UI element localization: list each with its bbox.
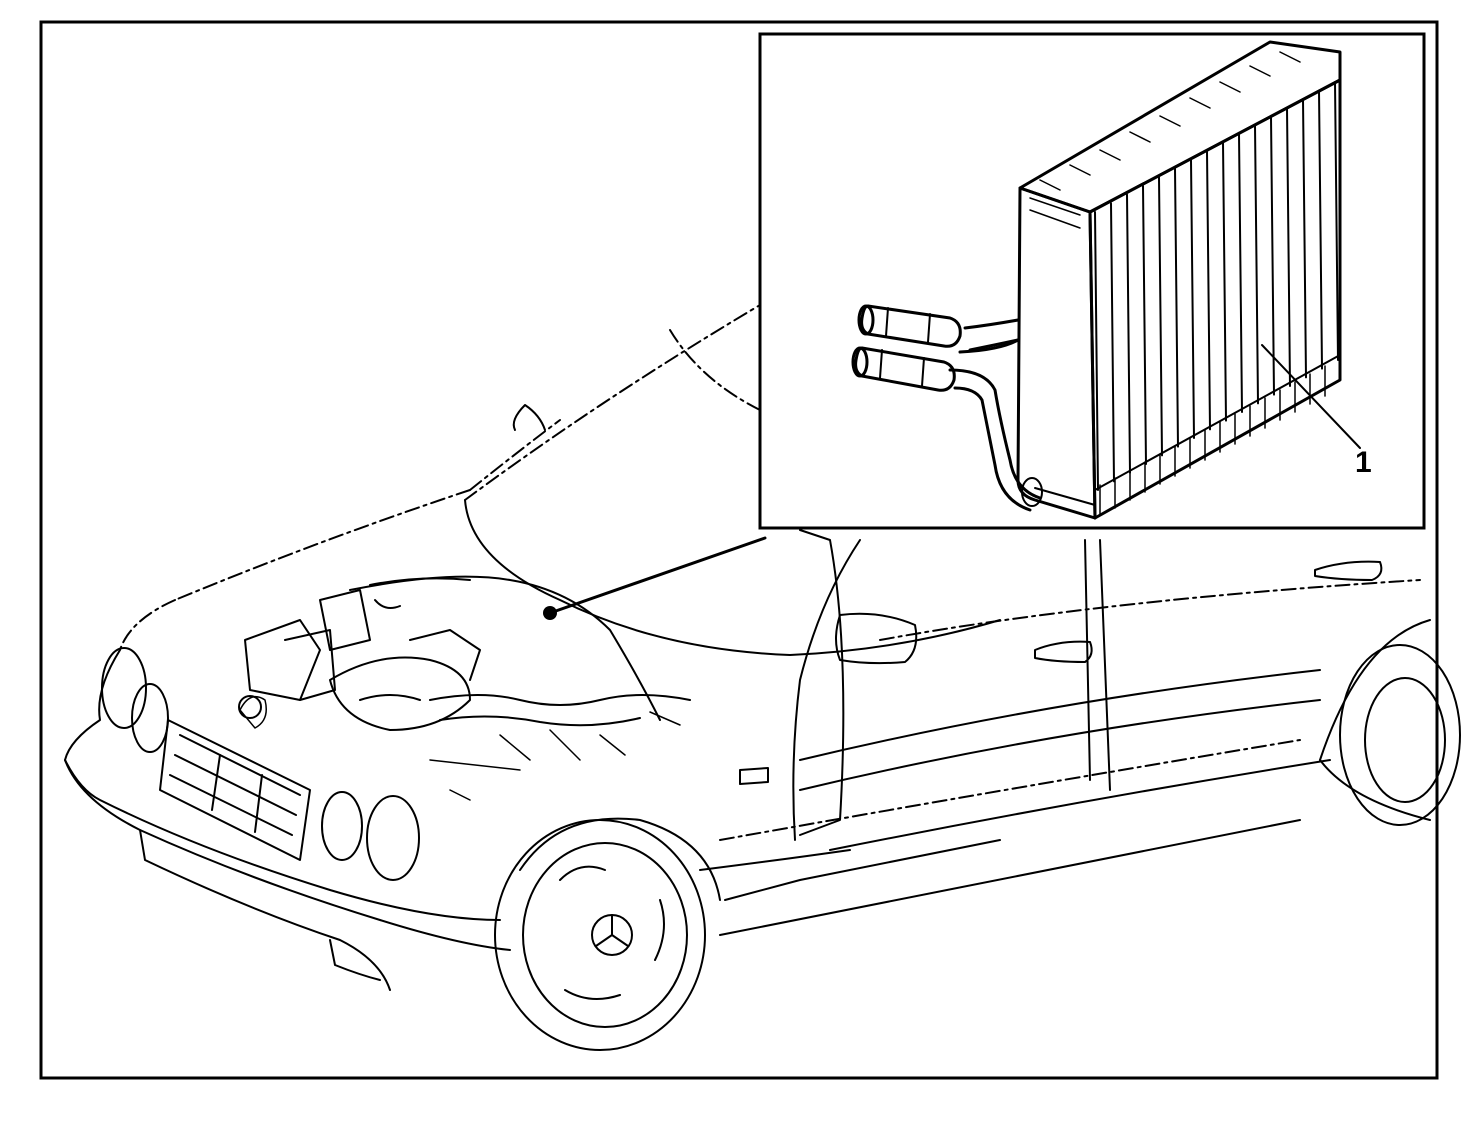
evaporator-fin [1190,159,1195,439]
evaporator-fin [1270,115,1275,396]
evaporator-fin [1318,89,1323,370]
evaporator-fin [1094,211,1099,491]
evaporator-fin [1142,185,1147,465]
evaporator-fin [1302,98,1307,379]
evaporator-fin [1222,141,1227,422]
car-illustration [64,304,1461,1051]
evaporator-fin [1158,176,1163,457]
callout-1-leader [1261,344,1361,449]
evaporator-detail-inset: 1 [758,32,1426,530]
evaporator-fin [1334,81,1339,361]
evaporator-fin [1254,124,1259,405]
evaporator-fin [1238,133,1243,413]
evaporator-fin [1126,193,1131,474]
callout-1-label: 1 [1355,446,1372,479]
evaporator-location-marker [543,606,557,620]
evaporator-fin [1174,167,1179,448]
evaporator-fin [1206,150,1211,431]
evaporator-fin [1110,202,1115,483]
callout-leader-line [548,536,767,615]
evaporator-fin [1286,107,1291,387]
evaporator-core [1016,40,1342,520]
refrigerant-pipes [851,304,1043,512]
